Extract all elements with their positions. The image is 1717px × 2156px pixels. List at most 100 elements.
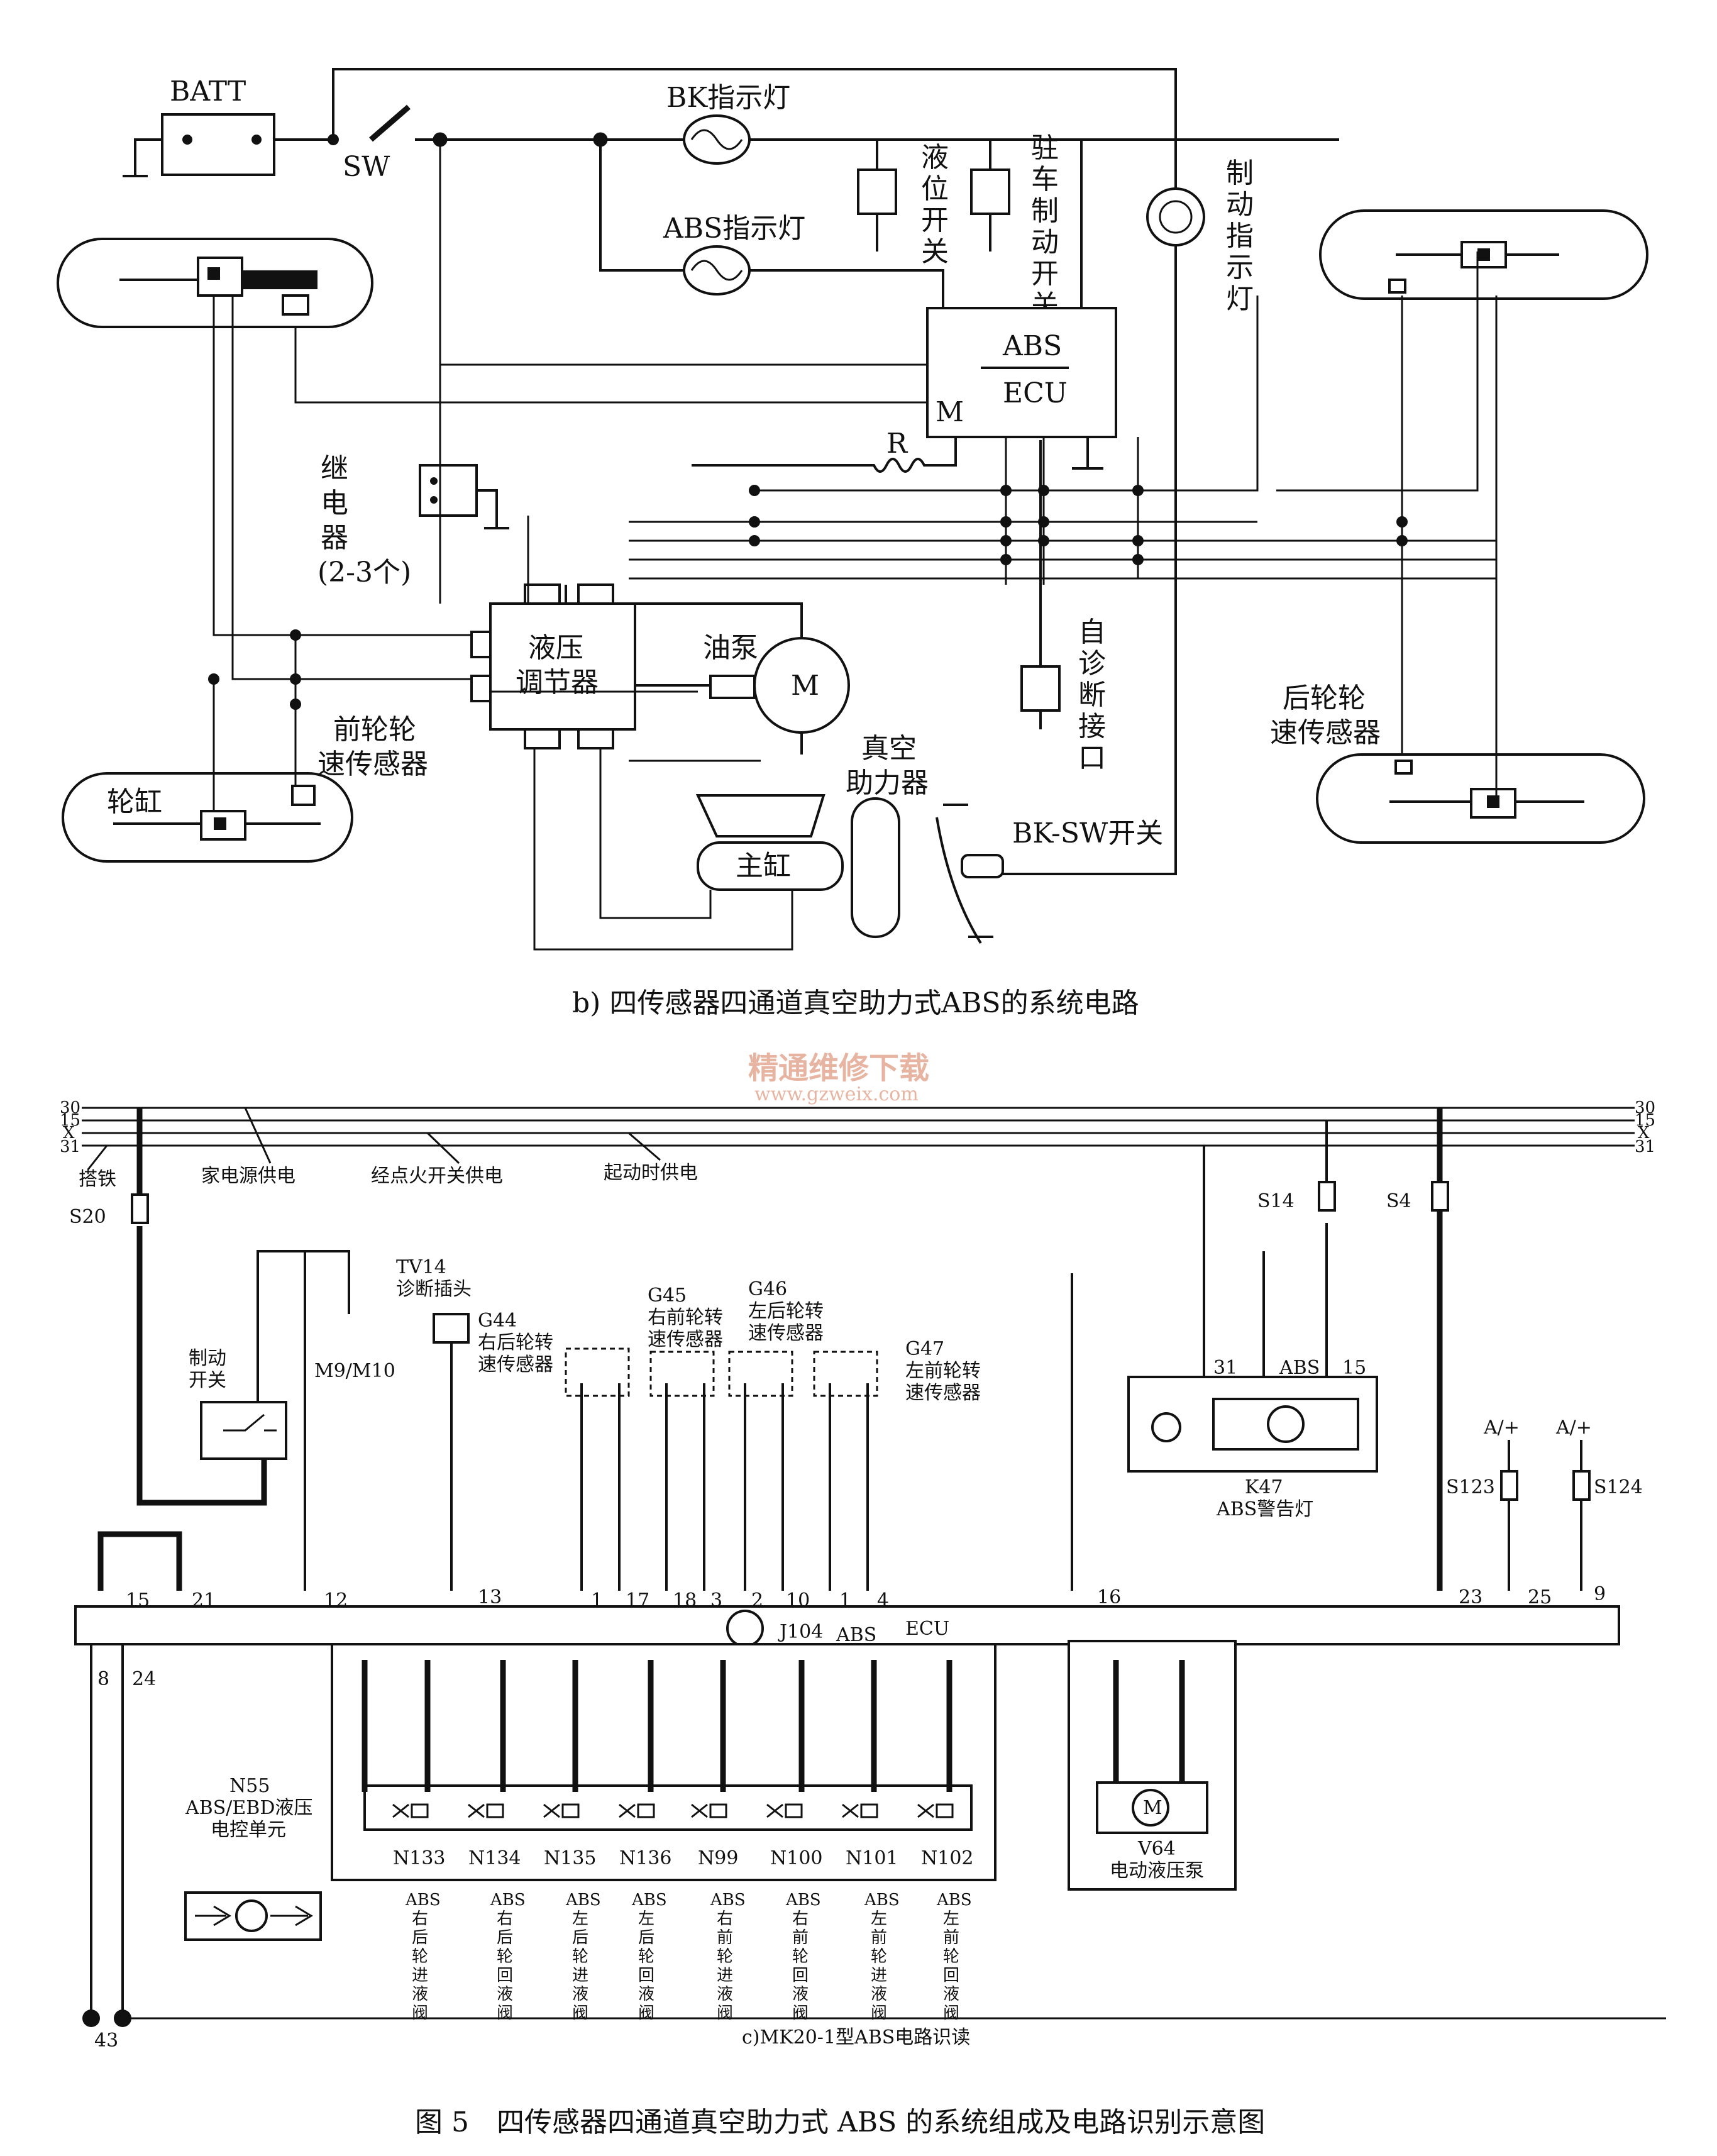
svg-text:液: 液 [412, 1985, 428, 2004]
svg-text:液: 液 [638, 1985, 654, 2004]
v64-label: V64 电动液压泵 [1110, 1838, 1204, 1882]
svg-text:速传感器: 速传感器 [648, 1329, 723, 1351]
caption-c: c)MK20-1型ABS电路识读 [742, 2026, 970, 2048]
ecu-bar [74, 1605, 1620, 1645]
svg-text:前: 前 [792, 1928, 809, 1947]
front-sensor-label: 前轮轮 速传感器 [317, 714, 428, 780]
svg-text:开: 开 [1031, 258, 1059, 290]
diagram-b: BATT SW BK指示灯 液 位 开 关 驻 车 制 动 开 [57, 68, 1648, 1019]
svg-text:18: 18 [673, 1589, 697, 1611]
svg-text:液: 液 [572, 1985, 588, 2004]
svg-text:左前轮转: 左前轮转 [905, 1360, 981, 1382]
svg-text:驻: 驻 [1031, 132, 1059, 164]
svg-text:助力器: 助力器 [846, 767, 929, 799]
g44-sensor [565, 1347, 630, 1397]
svg-text:轮: 轮 [638, 1947, 654, 1966]
ground-pin-label: 43 [94, 2030, 118, 2052]
svg-text:ABS: ABS [836, 1624, 876, 1646]
svg-text:后: 后 [572, 1928, 588, 1947]
g47-label: G47 左前轮转 速传感器 [905, 1338, 981, 1404]
svg-text:家电源供电: 家电源供电 [201, 1165, 295, 1187]
park-switch-label: 驻 车 制 动 开 关 [1031, 132, 1059, 321]
svg-text:左后轮转: 左后轮转 [748, 1300, 824, 1322]
power-rails [82, 1107, 1635, 1147]
rear-sensor-label: 后轮轮 速传感器 [1270, 682, 1381, 749]
fuse-s14 [1318, 1181, 1336, 1212]
svg-text:左: 左 [943, 1910, 959, 1928]
s20-label: S20 [69, 1206, 106, 1228]
level-switch-icon [857, 169, 897, 215]
g44-label: G44 右后轮转 速传感器 [478, 1310, 553, 1376]
svg-text:X: X [63, 1124, 75, 1142]
pump-motor-label: M [791, 670, 819, 702]
s14-label: S14 [1257, 1190, 1295, 1212]
batt-label: BATT [170, 75, 246, 108]
svg-text:ABS: ABS [565, 1891, 601, 1910]
svg-text:灯: 灯 [1226, 283, 1254, 315]
svg-text:8: 8 [97, 1668, 109, 1690]
svg-text:1: 1 [839, 1589, 851, 1611]
svg-text:前: 前 [871, 1928, 887, 1947]
svg-text:示: 示 [1226, 252, 1254, 284]
a2-label: A/+ [1555, 1417, 1592, 1439]
sw-label: SW [343, 151, 390, 183]
caption-b: b) 四传感器四通道真空助力式ABS的系统电路 [572, 987, 1139, 1019]
svg-text:轮: 轮 [717, 1947, 733, 1966]
svg-text:30: 30 [1635, 1098, 1655, 1117]
valve-icons [392, 1803, 954, 1818]
svg-text:速传感器: 速传感器 [748, 1322, 824, 1344]
master-cylinder [697, 841, 844, 891]
diag-port-label: 自 诊 断 接 口 [1078, 616, 1106, 774]
svg-text:阀: 阀 [572, 2004, 588, 2023]
tv14-plug [433, 1313, 470, 1344]
svg-text:左: 左 [638, 1910, 654, 1928]
svg-text:液压: 液压 [528, 632, 583, 664]
valve-desc-6: ABS 左 前 轮 进 液 阀 [864, 1891, 900, 2023]
svg-text:开: 开 [921, 204, 949, 236]
valve-desc-5: ABS 右 前 轮 回 液 阀 [785, 1891, 821, 2023]
svg-text:31: 31 [1635, 1137, 1655, 1156]
svg-text:10: 10 [786, 1589, 810, 1611]
svg-text:断: 断 [1078, 679, 1106, 711]
svg-text:液: 液 [717, 1985, 733, 2004]
valve-desc-0: ABS 右 后 轮 进 液 阀 [405, 1891, 441, 2023]
svg-text:23: 23 [1459, 1586, 1482, 1608]
svg-text:21: 21 [192, 1589, 216, 1611]
svg-text:ABS: ABS [490, 1891, 526, 1910]
valve-labels: N133 N134 N135 N136 N99 N100 N101 N102 [393, 1847, 974, 1869]
svg-text:3: 3 [710, 1589, 722, 1611]
svg-text:阀: 阀 [717, 2004, 733, 2023]
svg-text:TV14: TV14 [396, 1256, 446, 1278]
n55-valve-block [331, 1643, 997, 1881]
rail-notes: 搭铁 家电源供电 经点火开关供电 起动时供电 [79, 1162, 698, 1190]
a1-label: A/+ [1483, 1417, 1520, 1439]
svg-text:轮: 轮 [497, 1947, 513, 1966]
svg-text:J104: J104 [778, 1621, 823, 1643]
fuse-s124 [1572, 1470, 1591, 1501]
level-switch-label: 液 位 开 关 [921, 141, 949, 268]
svg-text:前: 前 [943, 1928, 959, 1947]
svg-text:右: 右 [412, 1910, 428, 1928]
battery-box [161, 113, 275, 176]
svg-text:调节器: 调节器 [516, 666, 599, 699]
svg-text:N102: N102 [921, 1847, 974, 1869]
svg-text:指: 指 [1226, 220, 1254, 252]
g45-sensor [649, 1351, 715, 1397]
svg-text:液: 液 [943, 1985, 959, 2004]
fuse-s123 [1500, 1470, 1518, 1501]
svg-text:X: X [1638, 1124, 1650, 1142]
svg-text:轮: 轮 [943, 1947, 959, 1966]
abs-ecu-box [926, 307, 1117, 438]
svg-text:2: 2 [751, 1589, 763, 1611]
svg-text:回: 回 [638, 1966, 654, 1985]
rail-labels-right: 30 15 X 31 [1635, 1098, 1655, 1156]
n55-label: N55 ABS/EBD液压 电控单元 [185, 1775, 312, 1841]
svg-text:液: 液 [497, 1985, 513, 2004]
ignition-switch [369, 104, 411, 142]
svg-text:15: 15 [1635, 1111, 1655, 1130]
svg-text:www.gzweix.com: www.gzweix.com [754, 1083, 919, 1105]
svg-text:17: 17 [626, 1589, 649, 1611]
s4-label: S4 [1386, 1190, 1411, 1212]
svg-text:阀: 阀 [943, 2004, 959, 2023]
svg-text:电动液压泵: 电动液压泵 [1110, 1860, 1204, 1882]
